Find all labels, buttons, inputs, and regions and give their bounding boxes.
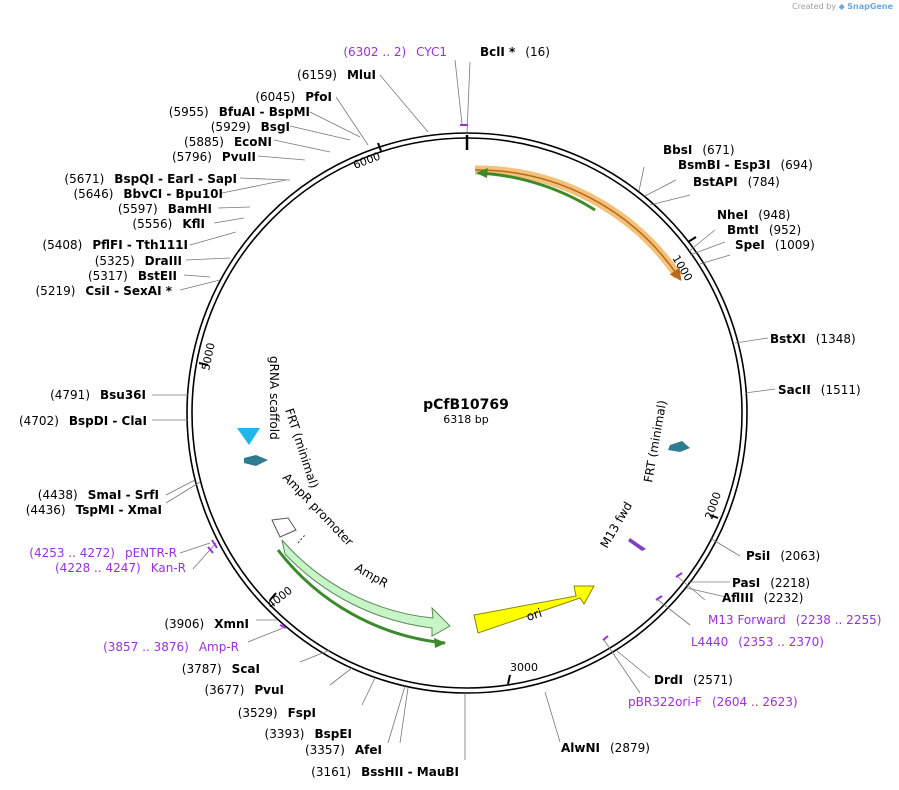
tick-5000: 5000: [199, 342, 218, 372]
site-XmnI: (3906)XmnI: [164, 617, 249, 631]
site-labels-left: (3161)BssHII - MauBI (3357)AfeI (3393)Bs…: [19, 68, 459, 779]
site-SacII: SacII(1511): [778, 383, 861, 397]
site-KflI: (5556)KflI: [132, 217, 205, 231]
gRNA-scaffold-arrow-icon: [237, 428, 260, 445]
dashed-marker: [297, 534, 306, 544]
tick-6000: 6000: [351, 150, 382, 172]
site-BbvCI: (5646)BbvCI - Bpu10I: [73, 187, 223, 201]
site-PsiI: PsiI(2063): [746, 549, 820, 563]
site-labels: BclI *(16) BbsI(671) BsmBI - Esp3I(694) …: [480, 45, 861, 755]
primer-M13-Forward: M13 Forward(2238 .. 2255): [708, 613, 881, 627]
primer-pENTR-R: (4253 .. 4272)pENTR-R: [29, 546, 177, 560]
callout-lines: [152, 59, 776, 760]
credit-brand: SnapGene: [847, 2, 893, 11]
feature-label-ampr: AmpR: [353, 560, 391, 590]
tick-2000: 2000: [703, 490, 724, 521]
plasmid-name: pCfB10769: [423, 397, 509, 413]
snapgene-credit: Created by ◆ SnapGene: [792, 2, 893, 11]
tick-4000: 4000: [265, 584, 295, 611]
ori-arrow: [473, 585, 595, 634]
frt-left-arrow-icon: [244, 455, 268, 466]
feature-label-frt-right: FRT (minimal): [641, 399, 669, 483]
snapgene-logo-icon: ◆: [838, 2, 845, 11]
site-BbsI: BbsI(671): [663, 143, 735, 157]
site-EcoNI: (5885)EcoNI: [184, 135, 272, 149]
site-TspMI: (4436)TspMI - XmaI: [26, 503, 162, 517]
site-BspEI: (3393)BspEI: [265, 727, 352, 741]
cyc1-terminator-border: [474, 169, 682, 281]
primer-pBR322ori-F: pBR322ori-F(2604 .. 2623): [628, 695, 798, 709]
site-CsiI: (5219)CsiI - SexAI *: [36, 284, 173, 298]
site-PfoI: (6045)PfoI: [255, 90, 332, 104]
feature-label-ori: ori: [525, 606, 544, 624]
feature-label-m13-fwd: M13 fwd: [597, 499, 635, 550]
site-BfuAI: (5955)BfuAI - BspMI: [169, 105, 310, 119]
site-BssHII: (3161)BssHII - MauBI: [311, 765, 459, 779]
green-feature-top-arrow: [476, 168, 488, 178]
primer-labels: (6302 .. 2)CYC1 M13 Forward(2238 .. 2255…: [29, 45, 881, 709]
site-ScaI: (3787)ScaI: [182, 662, 260, 676]
site-BamHI: (5597)BamHI: [118, 202, 212, 216]
site-DraIII: (5325)DraIII: [95, 254, 182, 268]
site-AfeI: (3357)AfeI: [305, 743, 382, 757]
primer-Amp-R: (3857 .. 3876)Amp-R: [103, 640, 239, 654]
site-PflFI: (5408)PflFI - Tth111I: [42, 238, 188, 252]
site-BmtI: BmtI(952): [727, 223, 801, 237]
frt-right-arrow-icon: [668, 441, 690, 452]
site-BsmBI: BsmBI - Esp3I(694): [678, 158, 813, 172]
site-MluI: (6159)MluI: [297, 68, 376, 82]
site-AflIII: AflIII(2232): [722, 591, 803, 605]
site-FspI: (3529)FspI: [238, 706, 316, 720]
ampr-promoter-arrow-icon: [271, 517, 297, 538]
tick-3000: 3000: [510, 661, 538, 674]
ampr-arrow: [281, 539, 451, 637]
site-BspDI: (4702)BspDI - ClaI: [19, 414, 147, 428]
m13-fwd-arrow-icon: [628, 538, 646, 551]
site-PasI: PasI(2218): [732, 576, 810, 590]
site-BsgI: (5929)BsgI: [211, 120, 290, 134]
site-BspQI: (5671)BspQI - EarI - SapI: [64, 172, 237, 186]
primer-markers: [207, 124, 683, 641]
green-feature-top: [477, 171, 596, 212]
site-BstXI: BstXI(1348): [770, 332, 856, 346]
green-feature-bottom-arrow: [434, 638, 446, 648]
site-PvuI: (3677)PvuI: [204, 683, 284, 697]
primer-L4440: L4440(2353 .. 2370): [691, 635, 824, 649]
site-PvuII: (5796)PvuII: [172, 150, 256, 164]
cyc1-terminator-arrow: [474, 165, 682, 279]
site-BstEII: (5317)BstEII: [88, 269, 177, 283]
site-SpeI: SpeI(1009): [735, 238, 815, 252]
site-SmaI: (4438)SmaI - SrfI: [38, 488, 159, 502]
plasmid-size: 6318 bp: [443, 413, 488, 426]
tick-marks: [198, 142, 719, 685]
site-DrdI: DrdI(2571): [654, 673, 733, 687]
site-BclI: BclI *(16): [480, 45, 550, 59]
site-Bsu36I: (4791)Bsu36I: [50, 388, 146, 402]
credit-prefix: Created by: [792, 2, 837, 11]
primer-CYC1: (6302 .. 2)CYC1: [343, 45, 447, 59]
feature-label-gRNA-scaffold: gRNA scaffold: [267, 356, 281, 440]
primer-Kan-R: (4228 .. 4247)Kan-R: [55, 561, 186, 575]
site-NheI: NheI(948): [717, 208, 790, 222]
green-feature-bottom: [276, 549, 446, 645]
site-AlwNI: AlwNI(2879): [561, 741, 650, 755]
site-BstAPI: BstAPI(784): [693, 175, 780, 189]
